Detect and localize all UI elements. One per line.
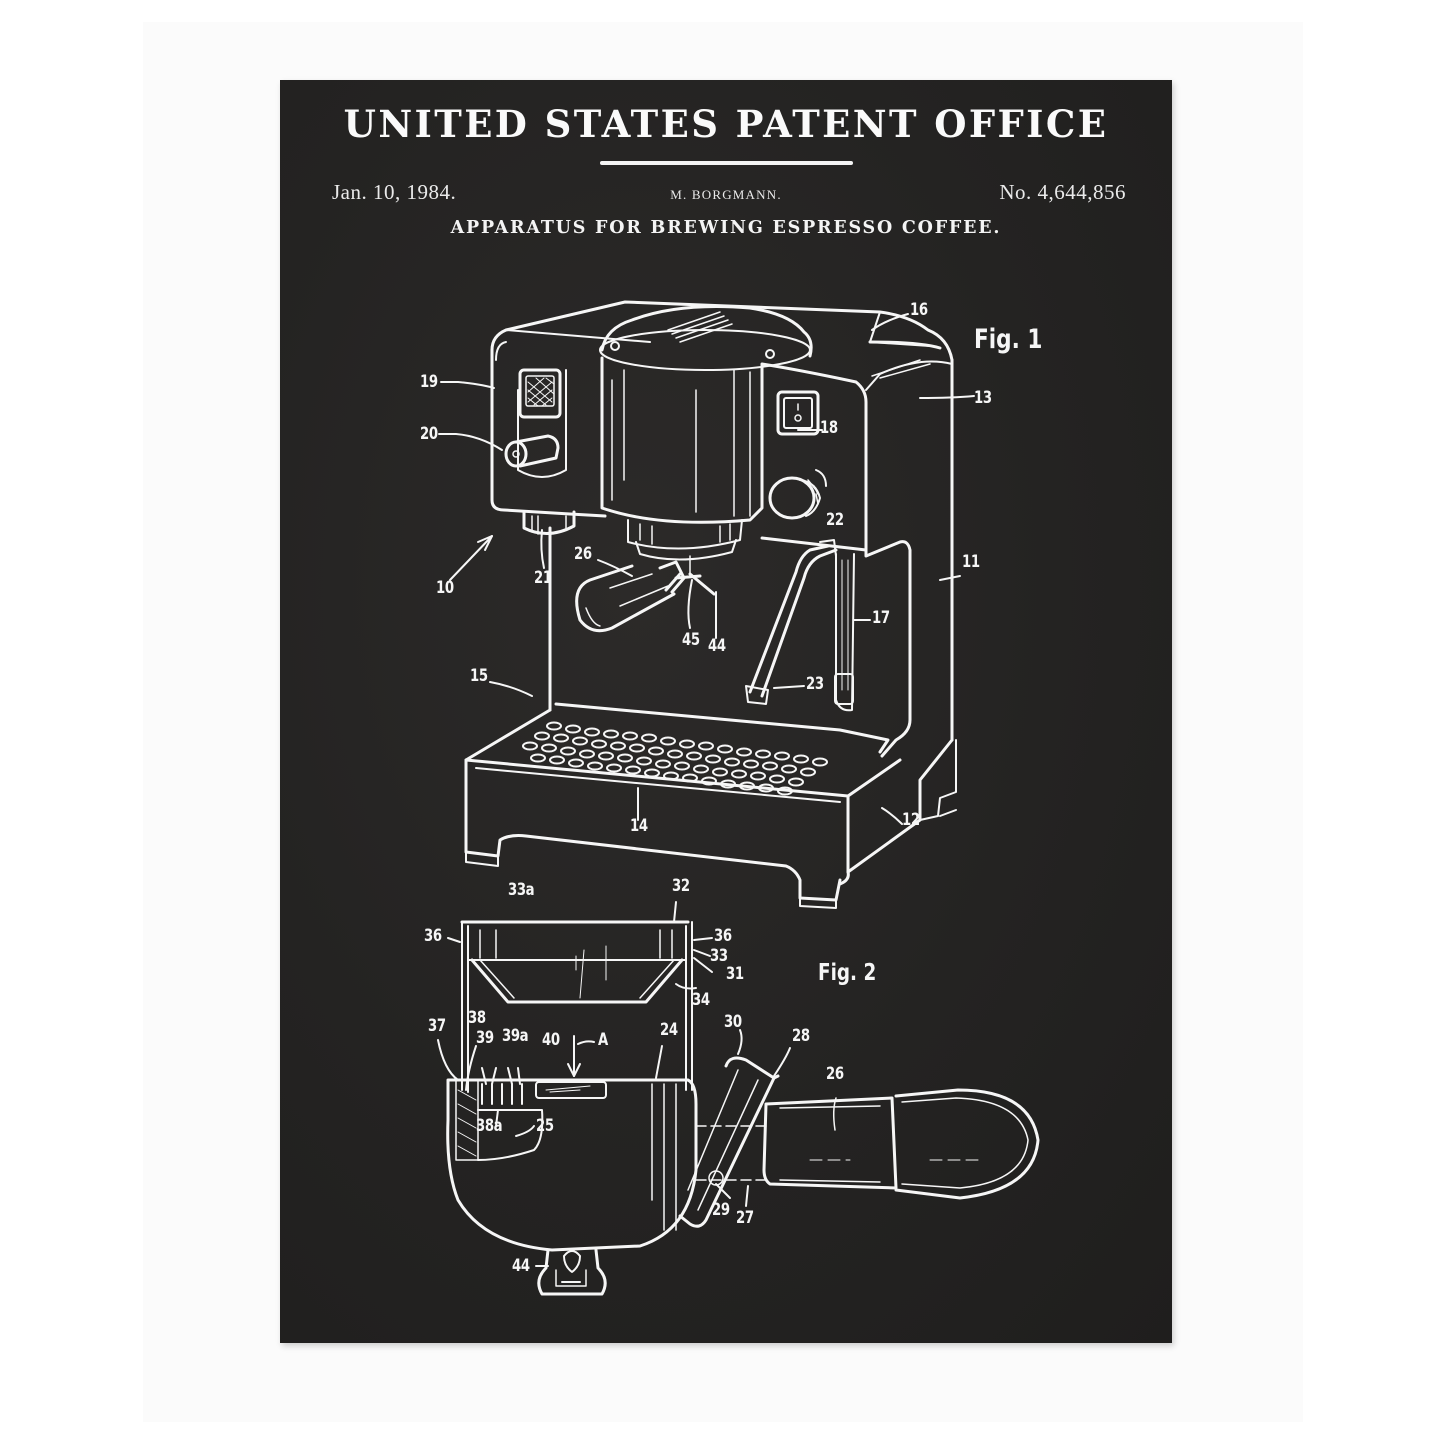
ref-30: 30 (724, 1012, 742, 1032)
ref-19: 19 (420, 372, 438, 392)
ref-26a: 26 (574, 544, 592, 564)
ref-12: 12 (902, 810, 920, 830)
ref-29: 29 (712, 1200, 730, 1220)
ref-16: 16 (910, 300, 928, 320)
patent-meta-row: Jan. 10, 1984. M. BORGMANN. No. 4,644,85… (280, 180, 1172, 210)
ref-39: 39 (476, 1028, 494, 1048)
ref-45: 45 (682, 630, 700, 650)
ref-24: 24 (660, 1020, 678, 1040)
fig2-portafilter-drawing (437, 901, 1040, 1296)
ref-15: 15 (470, 666, 488, 686)
ref-23: 23 (806, 674, 824, 694)
patent-inventor: M. BORGMANN. (670, 187, 782, 202)
ref-26b: 26 (826, 1064, 844, 1084)
ref-38: 38 (468, 1008, 486, 1028)
ref-14: 14 (630, 816, 648, 836)
ref-33: 33 (710, 946, 728, 966)
patent-date: Jan. 10, 1984. (332, 180, 457, 204)
ref-21: 21 (534, 568, 552, 588)
ref-36-left: 36 (424, 926, 442, 946)
ref-36-right: 36 (714, 926, 732, 946)
ref-37: 37 (428, 1016, 446, 1036)
invention-title: APPARATUS FOR BREWING ESPRESSO COFFEE. (450, 218, 1002, 238)
fig2-label: Fig. 2 (818, 960, 877, 986)
fig1-espresso-machine-drawing (438, 300, 975, 909)
ref-11: 11 (962, 552, 980, 572)
ref-40: 40 (542, 1030, 560, 1050)
ref-27: 27 (736, 1208, 754, 1228)
ref-34: 34 (692, 990, 710, 1010)
fig1-label: Fig. 1 (974, 324, 1043, 355)
ref-38a: 38a (476, 1116, 503, 1136)
ref-22: 22 (826, 510, 844, 530)
ref-33a: 33a (508, 880, 535, 900)
ref-31: 31 (726, 964, 744, 984)
ref-28: 28 (792, 1026, 810, 1046)
ref-25: 25 (536, 1116, 554, 1136)
ref-44b: 44 (512, 1256, 530, 1276)
ref-20: 20 (420, 424, 438, 444)
office-title: UNITED STATES PATENT OFFICE (343, 102, 1109, 146)
patent-poster: UNITED STATES PATENT OFFICE Jan. 10, 198… (280, 80, 1172, 1343)
ref-17: 17 (872, 608, 890, 628)
ref-A: A (598, 1030, 608, 1050)
patent-number: No. 4,644,856 (999, 180, 1126, 204)
ref-32: 32 (672, 876, 690, 896)
ref-10: 10 (436, 578, 454, 598)
ref-13: 13 (974, 388, 992, 408)
title-divider (600, 161, 853, 165)
ref-18: 18 (820, 418, 838, 438)
ref-39a: 39a (502, 1026, 529, 1046)
patent-drawing (437, 300, 1040, 1296)
ref-44a: 44 (708, 636, 726, 656)
